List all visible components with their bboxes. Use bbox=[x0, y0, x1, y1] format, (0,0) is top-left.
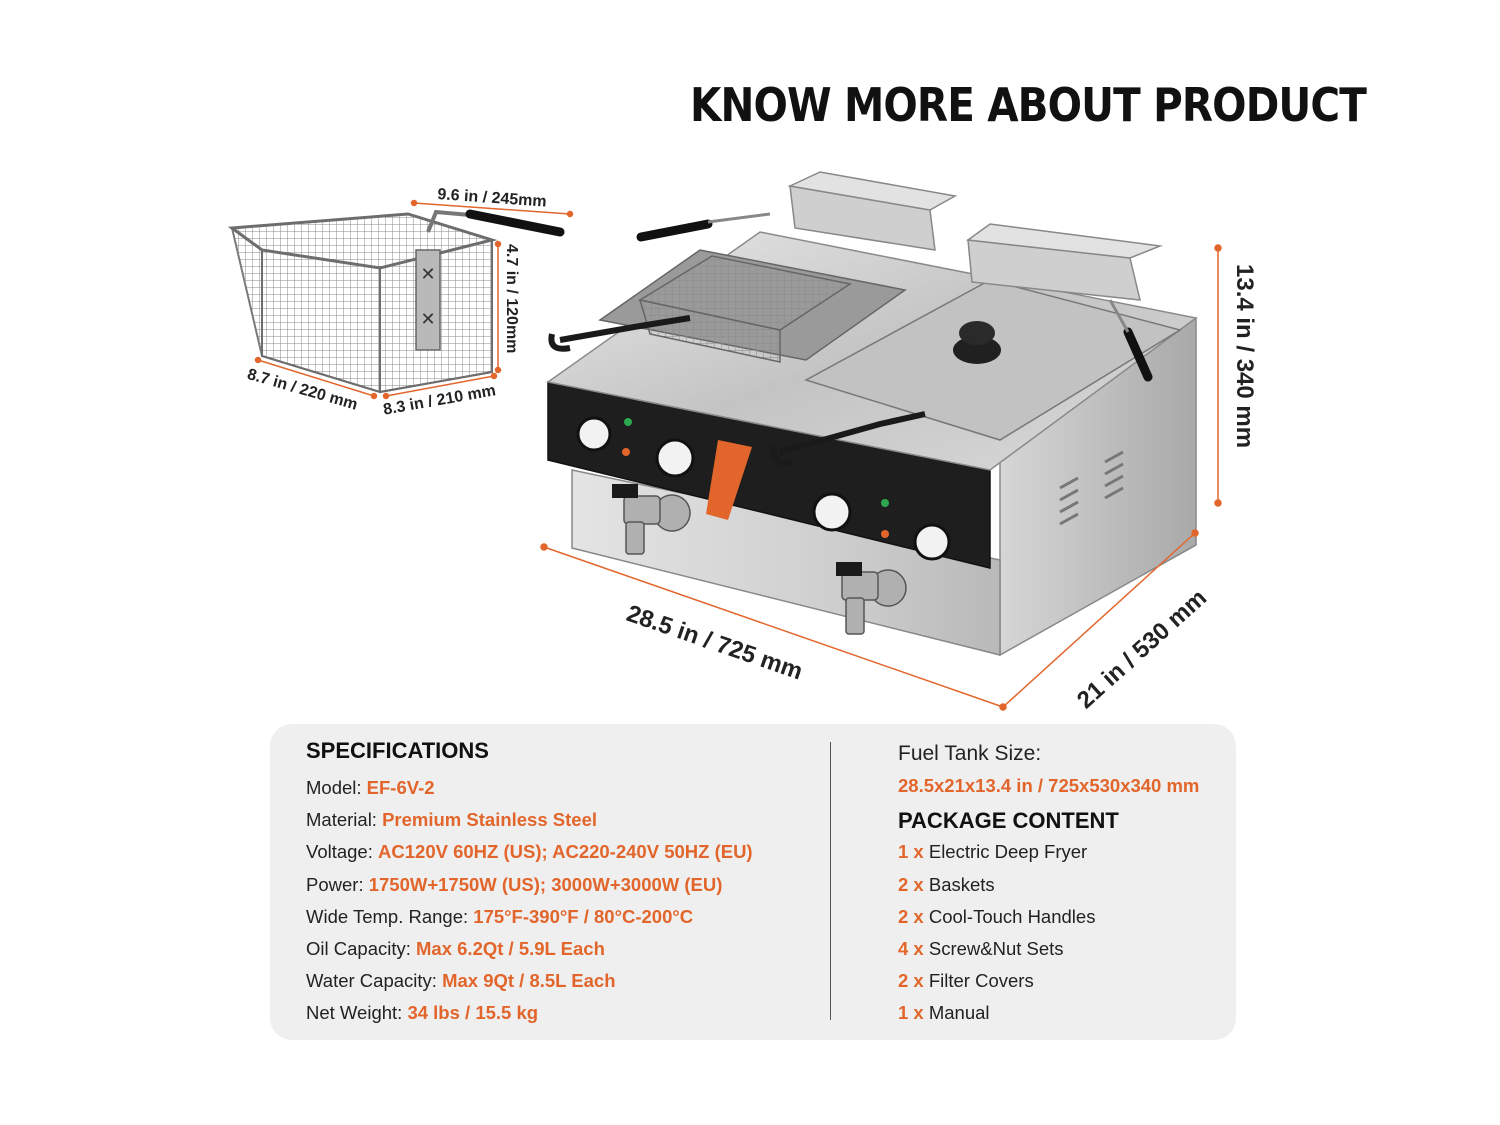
specifications-column: SPECIFICATIONS Model: EF-6V-2 Material: … bbox=[306, 738, 753, 1030]
basket-height-label: 4.7 in / 120mm bbox=[503, 244, 520, 354]
spec-row-power: Power: 1750W+1750W (US); 3000W+3000W (EU… bbox=[306, 873, 723, 895]
package-item: 2 x Filter Covers bbox=[898, 970, 1034, 992]
fuel-tank-value: 28.5x21x13.4 in / 725x530x340 mm bbox=[898, 775, 1200, 797]
basket-dimension-lines bbox=[254, 199, 574, 400]
panel-divider bbox=[830, 742, 831, 1020]
spec-row-model: Model: EF-6V-2 bbox=[306, 777, 435, 798]
spec-row-water-capacity: Water Capacity: Max 9Qt / 8.5L Each bbox=[306, 970, 616, 992]
spec-row-net-weight: Net Weight: 34 lbs / 15.5 kg bbox=[306, 1002, 539, 1024]
svg-text:✕: ✕ bbox=[420, 264, 435, 285]
fry-basket: ✕ ✕ bbox=[227, 209, 565, 394]
deep-fryer bbox=[546, 171, 1198, 657]
package-item: 2 x Baskets bbox=[898, 873, 995, 895]
spec-row-oil-capacity: Oil Capacity: Max 6.2Qt / 5.9L Each bbox=[306, 937, 605, 959]
svg-text:✕: ✕ bbox=[420, 309, 435, 330]
package-item: 4 x Screw&Nut Sets bbox=[898, 937, 1064, 959]
fryer-height-label: 13.4 in / 340 mm bbox=[1231, 264, 1258, 449]
specifications-heading: SPECIFICATIONS bbox=[306, 738, 489, 763]
package-heading: PACKAGE CONTENT bbox=[898, 808, 1119, 834]
fuel-tank-label: Fuel Tank Size: bbox=[898, 742, 1042, 765]
package-item: 2 x Cool-Touch Handles bbox=[898, 905, 1096, 927]
package-item: 1 x Manual bbox=[898, 1002, 990, 1024]
fryer-dimension-lines bbox=[540, 244, 1222, 711]
specs-panel bbox=[270, 724, 1236, 1040]
spec-row-temp-range: Wide Temp. Range: 175°F-390°F / 80°C-200… bbox=[306, 905, 694, 927]
package-item: 1 x Electric Deep Fryer bbox=[898, 841, 1088, 863]
product-illustration: ✕ ✕ bbox=[227, 171, 1222, 711]
spec-row-material: Material: Premium Stainless Steel bbox=[306, 809, 597, 831]
package-column: Fuel Tank Size: 28.5x21x13.4 in / 725x53… bbox=[898, 738, 1199, 1030]
spec-row-voltage: Voltage: AC120V 60HZ (US); AC220-240V 50… bbox=[306, 841, 753, 863]
